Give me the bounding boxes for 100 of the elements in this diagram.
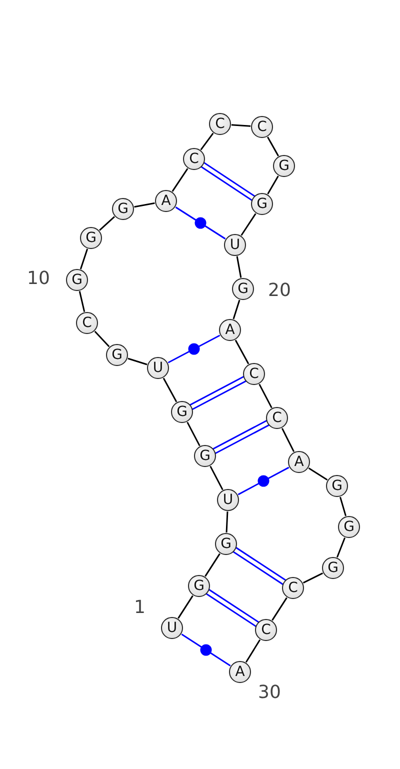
position-number: 30 bbox=[258, 682, 281, 703]
backbone-line bbox=[258, 384, 272, 408]
backbone-line bbox=[99, 216, 115, 231]
backbone-line bbox=[281, 428, 295, 452]
backbone-line bbox=[178, 595, 194, 619]
base-letter: U bbox=[230, 238, 240, 252]
nucleotide-circle bbox=[243, 363, 265, 385]
backbone-line bbox=[200, 132, 214, 150]
backbone-line bbox=[302, 572, 324, 584]
base-letter: C bbox=[288, 581, 298, 595]
base-letter: C bbox=[215, 117, 225, 131]
base-letter: A bbox=[161, 194, 171, 208]
backbone-line bbox=[234, 340, 250, 364]
nucleotide-circle bbox=[66, 269, 88, 291]
backbone-line bbox=[231, 124, 251, 127]
nucleotide-circle bbox=[147, 357, 169, 379]
backbone-line bbox=[232, 300, 240, 320]
base-letter: G bbox=[86, 231, 96, 245]
backbone-line bbox=[172, 168, 188, 192]
nucleotide-circle bbox=[155, 190, 177, 212]
nucleotide-circle bbox=[251, 193, 273, 215]
backbone-line bbox=[226, 511, 228, 533]
base-letter: G bbox=[344, 520, 354, 534]
base-pair-line bbox=[167, 334, 221, 364]
base-letter: G bbox=[328, 561, 338, 575]
nucleotide-circle bbox=[338, 516, 360, 538]
base-letter: C bbox=[82, 316, 92, 330]
backbone-line bbox=[308, 468, 328, 480]
nucleotide-circle bbox=[229, 661, 251, 683]
base-letter: U bbox=[152, 361, 164, 375]
base-letter: A bbox=[235, 665, 245, 679]
base-letter: G bbox=[112, 348, 122, 362]
nucleotide-circle bbox=[76, 312, 98, 334]
nucleotide-circle bbox=[194, 445, 216, 467]
backbone-line bbox=[80, 248, 88, 270]
nucleotide-circle bbox=[224, 234, 246, 256]
backbone-line bbox=[340, 496, 346, 516]
nucleotide-circle bbox=[219, 319, 241, 341]
backbone-line bbox=[128, 358, 148, 366]
nucleotide-circle bbox=[106, 344, 128, 366]
nucleotide-circle bbox=[161, 617, 183, 639]
base-letter: G bbox=[176, 405, 188, 419]
nucleotide-circle bbox=[266, 407, 288, 429]
position-number: 10 bbox=[27, 268, 50, 289]
base-letter: G bbox=[200, 449, 210, 463]
backbone-line bbox=[204, 553, 220, 577]
backbone-line bbox=[210, 466, 224, 490]
base-pair-line bbox=[210, 418, 272, 456]
backbone-line bbox=[186, 422, 200, 446]
backbone-line bbox=[267, 136, 279, 156]
base-letter: C bbox=[272, 411, 282, 425]
backbone-line bbox=[245, 639, 261, 663]
nucleotide-circle bbox=[251, 116, 273, 138]
backbone-line bbox=[336, 537, 346, 558]
base-pair-line bbox=[187, 374, 249, 412]
nucleotide-circle bbox=[282, 577, 304, 599]
base-letter: C bbox=[261, 623, 271, 637]
backbone-line bbox=[78, 291, 86, 312]
backbone-line bbox=[162, 378, 178, 402]
nucleotide-circle bbox=[80, 227, 102, 249]
base-pair-line bbox=[174, 206, 226, 240]
base-letter: G bbox=[118, 202, 128, 216]
base-letter: A bbox=[225, 323, 235, 337]
base-letter: G bbox=[220, 537, 232, 551]
backbone-line bbox=[267, 176, 279, 194]
base-letter: G bbox=[72, 273, 82, 287]
base-letter: G bbox=[278, 159, 290, 173]
position-number: 20 bbox=[268, 280, 291, 301]
nucleotide-circle bbox=[232, 278, 254, 300]
nucleotide-circle bbox=[322, 557, 344, 579]
nucleotide-circle bbox=[326, 475, 348, 497]
base-letter: G bbox=[332, 479, 342, 493]
base-letter: C bbox=[249, 367, 259, 381]
nucleotide-circle bbox=[188, 575, 210, 597]
position-number: 1 bbox=[134, 597, 146, 618]
nucleotide-circle bbox=[183, 148, 205, 170]
backbone-line bbox=[134, 202, 155, 208]
nucleotide-circle bbox=[215, 533, 237, 555]
base-pair-line bbox=[230, 546, 288, 586]
backbone-line bbox=[240, 213, 256, 236]
base-letter: G bbox=[256, 197, 268, 211]
nucleotide-circle bbox=[288, 451, 310, 473]
nucleotide-circle bbox=[209, 113, 231, 135]
base-pair-line bbox=[237, 466, 290, 496]
base-letter: G bbox=[238, 282, 248, 296]
backbone-line bbox=[236, 256, 242, 278]
nucleotide-circle bbox=[112, 198, 134, 220]
base-pair-line bbox=[198, 160, 258, 202]
backbone-line bbox=[94, 330, 110, 348]
base-letter: U bbox=[166, 621, 178, 635]
base-pair-line bbox=[180, 634, 232, 666]
base-letter: A bbox=[294, 455, 304, 469]
base-letter: U bbox=[222, 493, 234, 507]
base-pair-line bbox=[204, 588, 262, 628]
base-letter: C bbox=[257, 120, 267, 134]
nucleotide-circle bbox=[255, 619, 277, 641]
nucleotide-circle bbox=[273, 155, 295, 177]
nucleotide-circle bbox=[217, 489, 239, 511]
backbone-line bbox=[272, 597, 288, 621]
base-letter: C bbox=[189, 152, 199, 166]
